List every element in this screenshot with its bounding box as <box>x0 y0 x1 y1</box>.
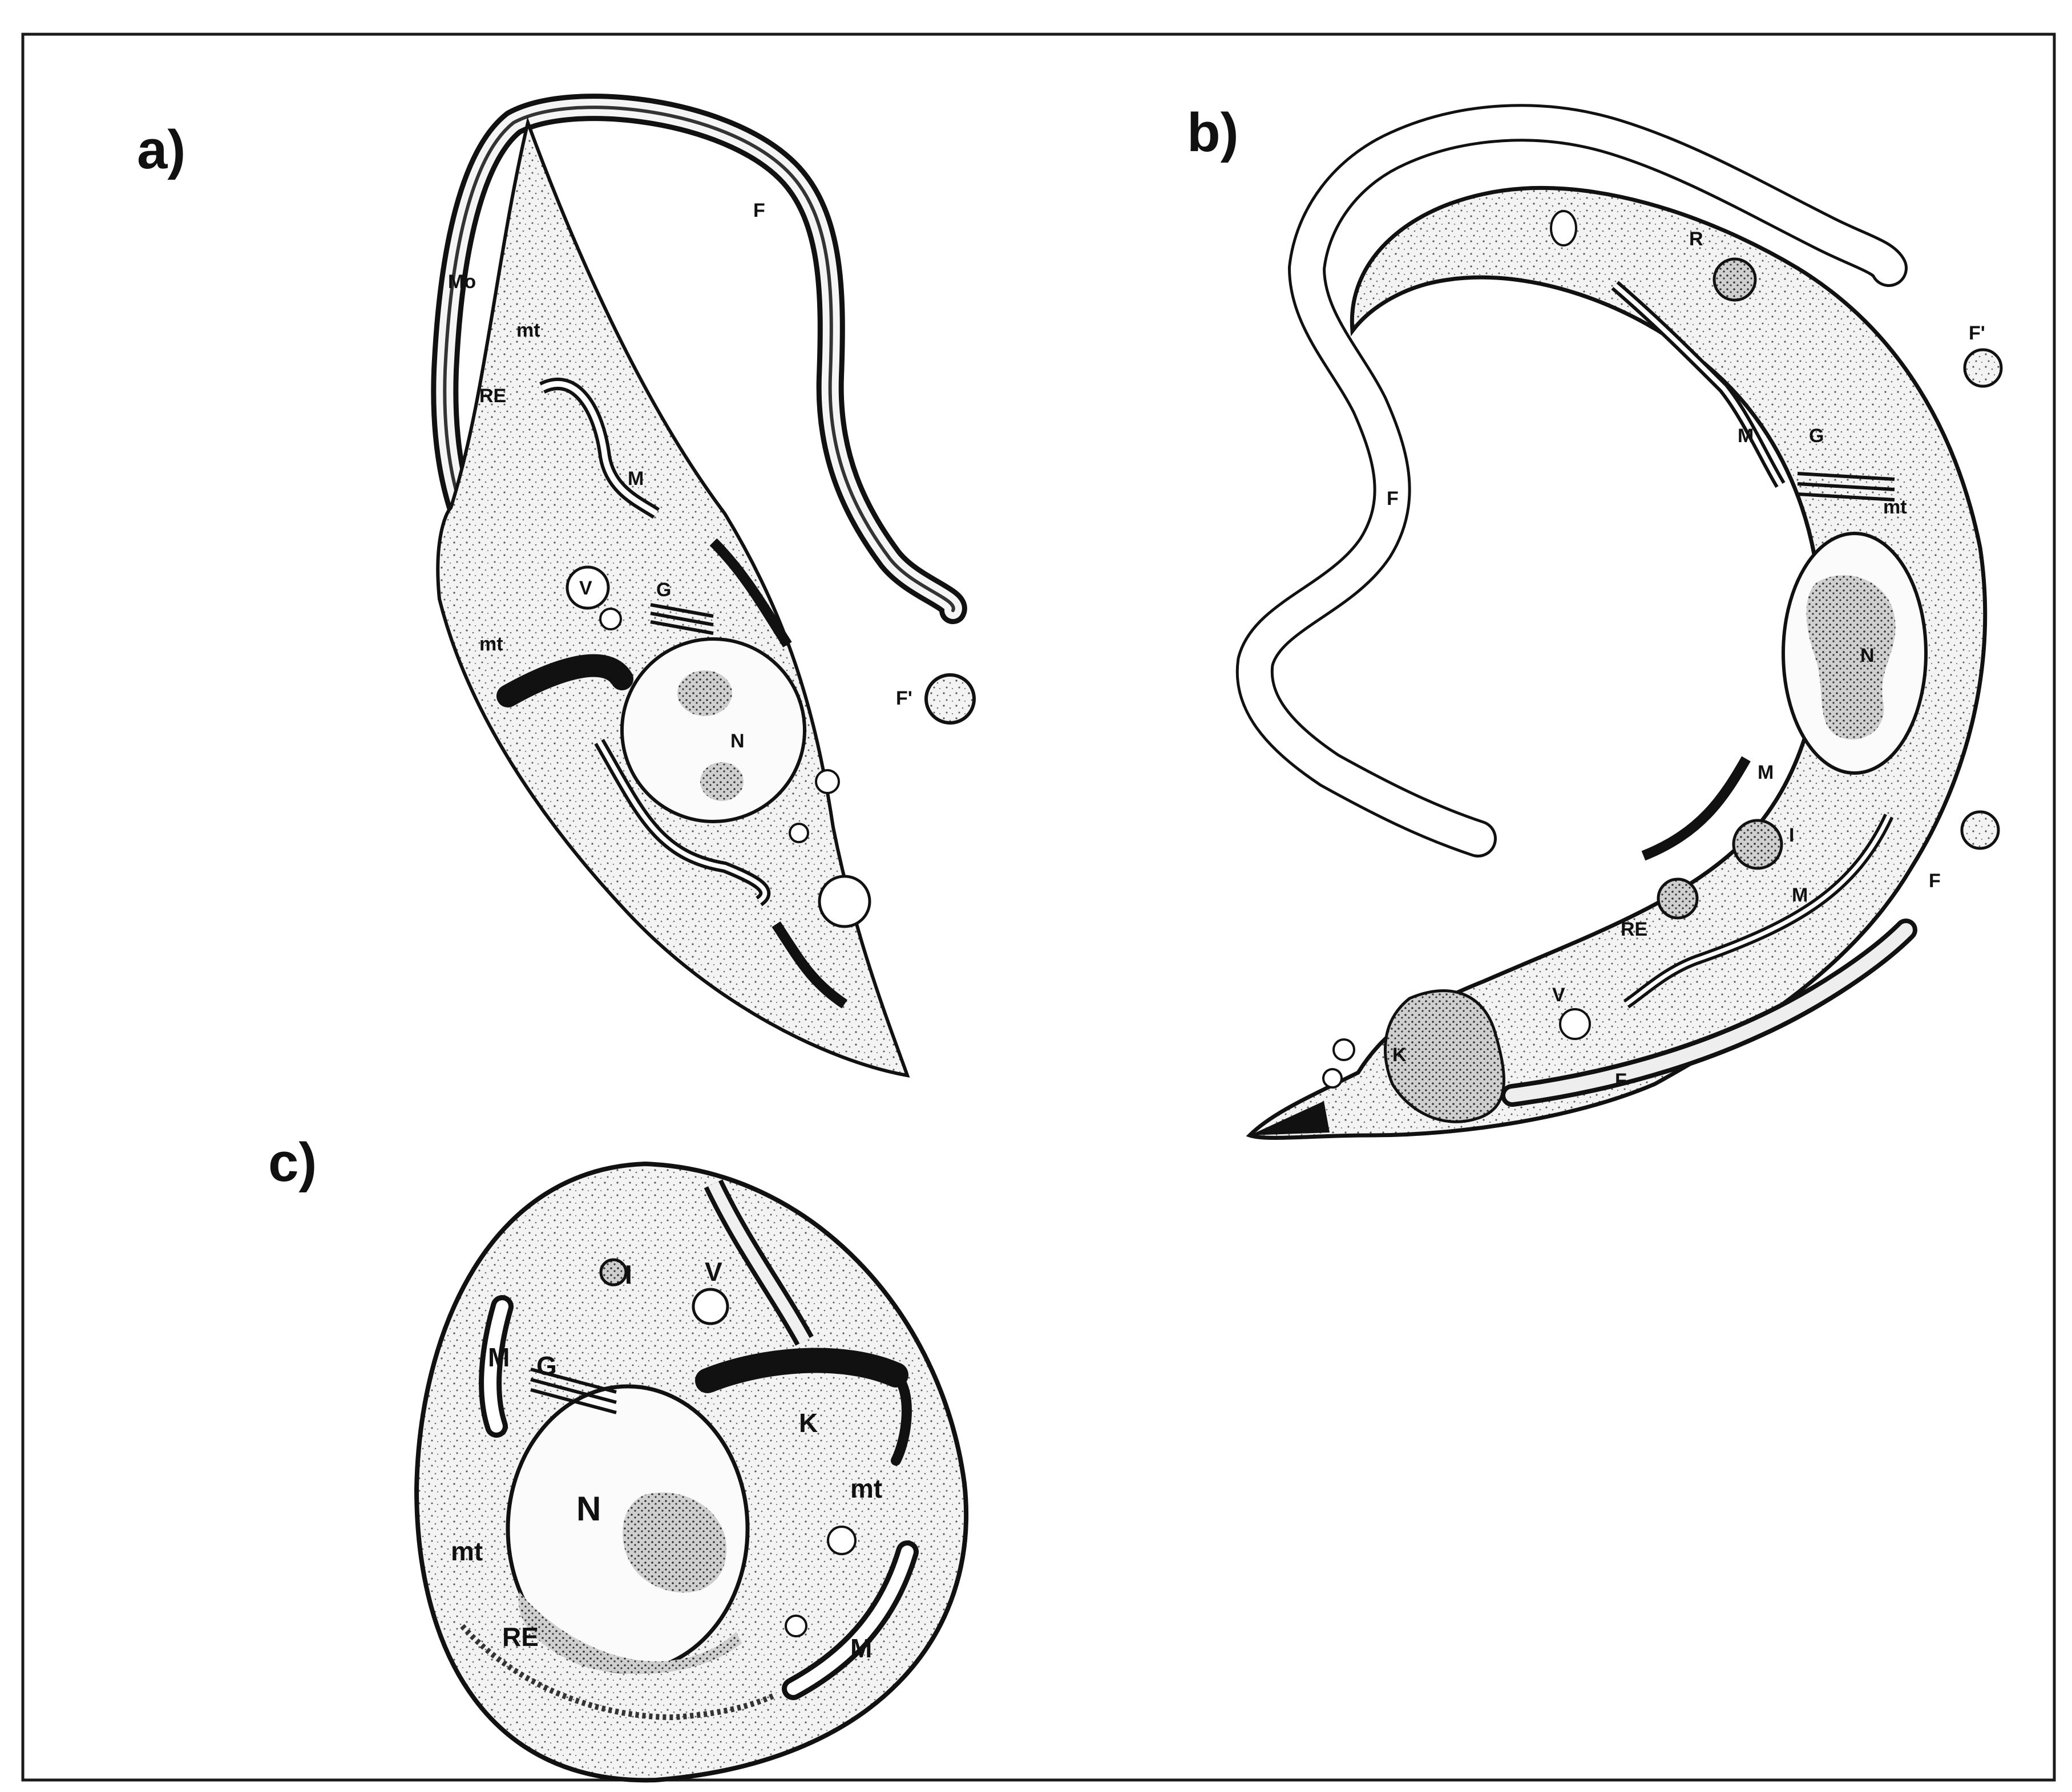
panel-c: c) I V M G <box>268 1132 966 1780</box>
panel-a-label-V: V <box>579 577 592 599</box>
panel-b-label-V: V <box>1552 984 1565 1006</box>
panel-b: b) <box>1187 102 2001 1138</box>
panel-b-vesicle <box>1334 1039 1354 1060</box>
panel-c-label-V: V <box>705 1257 722 1287</box>
panel-a-vesicle <box>819 876 870 927</box>
panel-c-vesicle <box>828 1527 855 1554</box>
panel-b-label-M-lower: M <box>1792 884 1808 906</box>
panel-a-vesicle <box>600 609 621 629</box>
panel-a-nucleolus <box>677 670 732 716</box>
panel-b-label-F-right: F <box>1929 870 1941 892</box>
panel-c-label-mt-right: mt <box>850 1474 882 1503</box>
panel-b-label-N: N <box>1860 645 1875 666</box>
panel-a-label-G: G <box>656 579 671 601</box>
panel-a-label-Mo: Mo <box>448 271 476 293</box>
panel-c-label-N: N <box>576 1490 601 1528</box>
panel-c-label-mt-left: mt <box>451 1536 483 1566</box>
panel-a-vesicle <box>816 770 839 793</box>
panel-c-vacuole <box>693 1289 728 1324</box>
panel-b-label-F-left: F <box>1387 488 1399 509</box>
panel-a-label-F: F <box>753 200 765 221</box>
panel-b-letter: b) <box>1187 102 1239 163</box>
panel-a-label-mt-left: mt <box>479 633 503 655</box>
panel-b-inclusion <box>1658 879 1697 918</box>
panel-b-inclusion <box>1734 820 1782 868</box>
panel-a-label-F-prime: F' <box>896 687 912 709</box>
panel-b-vesicle <box>1323 1069 1342 1087</box>
panel-a-letter: a) <box>137 119 185 180</box>
panel-a-chromatin <box>700 762 744 801</box>
panel-a-label-M: M <box>628 468 644 490</box>
panel-c-label-G: G <box>536 1351 557 1381</box>
panel-b-label-R: R <box>1689 228 1703 250</box>
panel-b-label-RE: RE <box>1621 919 1647 940</box>
panel-b-flagellum-section <box>1962 812 1998 848</box>
panel-c-label-M-right: M <box>850 1633 872 1663</box>
panel-b-mitochondrion-lower <box>1643 759 1746 856</box>
panel-c-vesicle <box>786 1616 806 1636</box>
panel-b-vesicle <box>1551 211 1576 245</box>
panel-b-label-M-mid: M <box>1758 762 1774 783</box>
panel-a-label-RE: RE <box>479 385 506 407</box>
panel-a-label-mt-top: mt <box>516 319 540 341</box>
panel-c-letter: c) <box>268 1132 317 1193</box>
panel-c-label-M-left: M <box>488 1342 510 1372</box>
panel-c-inclusion <box>601 1260 626 1285</box>
panel-b-label-I: I <box>1789 824 1794 846</box>
panel-c-label-RE: RE <box>502 1622 539 1652</box>
panel-a-label-N: N <box>730 730 745 752</box>
panel-a-vesicle <box>790 824 808 842</box>
panel-b-label-F-prime: F' <box>1969 322 1985 344</box>
panel-b-label-mt: mt <box>1883 496 1907 518</box>
panel-b-label-K: K <box>1392 1044 1407 1066</box>
panel-b-inclusion <box>1714 259 1755 300</box>
panel-b-vesicle <box>1560 1009 1590 1039</box>
panel-b-label-F-bottom: F <box>1615 1070 1627 1091</box>
panel-b-flagellum-section <box>1965 350 2001 386</box>
panel-b-label-M-upper: M <box>1738 425 1754 447</box>
panel-a-flagellum-section <box>926 675 974 723</box>
panel-c-label-I: I <box>625 1260 632 1289</box>
panel-a: a) F Mo mt RE <box>137 107 974 1075</box>
panel-b-label-G: G <box>1809 425 1824 447</box>
panel-c-label-K: K <box>799 1408 818 1438</box>
